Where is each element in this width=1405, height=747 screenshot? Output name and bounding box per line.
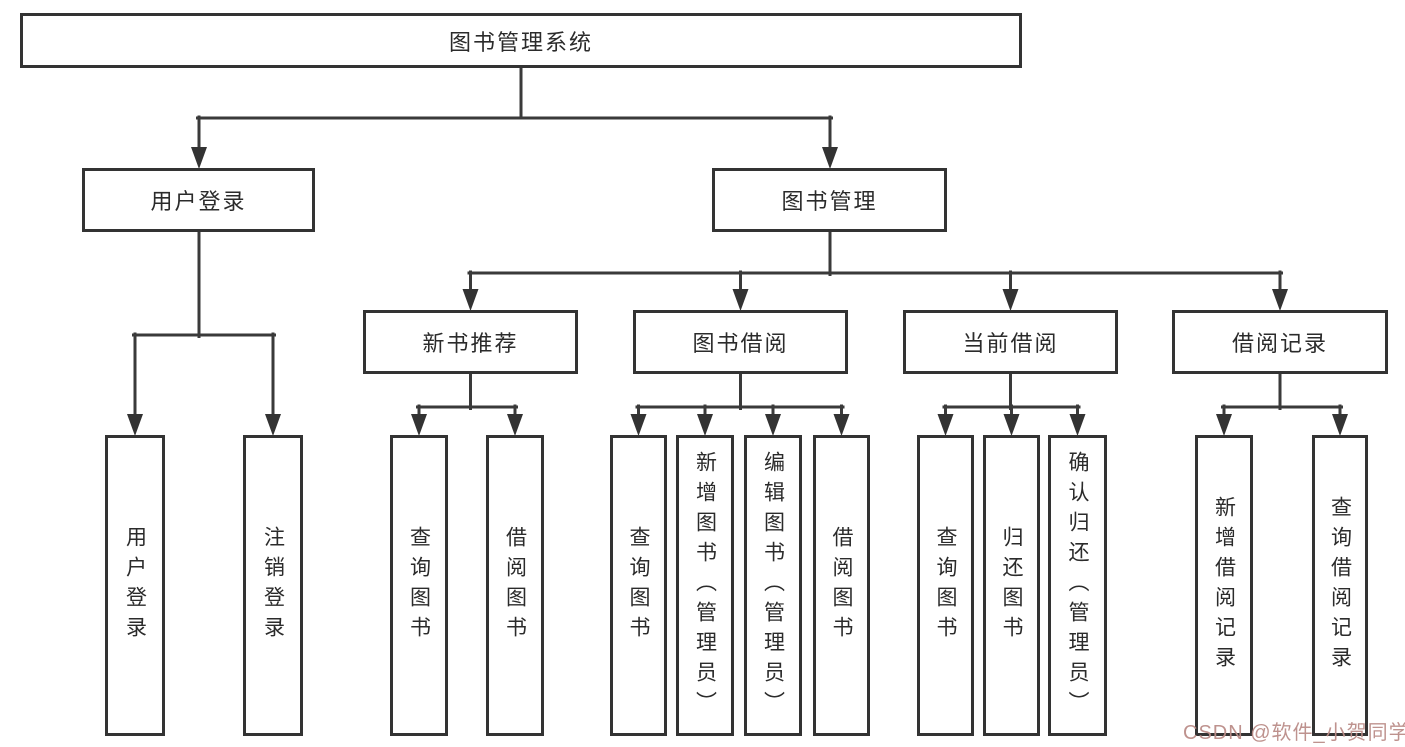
- leaf-user-login: 用户登录: [105, 435, 165, 736]
- node-current-borrowing: 当前借阅: [903, 310, 1118, 374]
- csdn-watermark: CSDN @软件_小贺同学: [1183, 722, 1405, 744]
- leaf-confirm-return-admin: 确认归还（管理员）: [1048, 435, 1107, 736]
- leaf-logout: 注销登录: [243, 435, 303, 736]
- leaf-edit-books-admin: 编辑图书（管理员）: [744, 435, 802, 736]
- leaf-borrow-books: 借阅图书: [813, 435, 870, 736]
- node-new-book-recommendation: 新书推荐: [363, 310, 578, 374]
- leaf-return-books: 归还图书: [983, 435, 1040, 736]
- leaf-query-books-current: 查询图书: [917, 435, 974, 736]
- connector-lines: [132, 66, 1343, 422]
- leaf-add-books-admin: 新增图书（管理员）: [676, 435, 734, 736]
- node-user-login: 用户登录: [82, 168, 315, 232]
- leaf-query-books-borrow: 查询图书: [610, 435, 667, 736]
- leaf-add-borrow-record: 新增借阅记录: [1195, 435, 1253, 736]
- node-borrowing-records: 借阅记录: [1172, 310, 1388, 374]
- leaf-borrow-books-recommend: 借阅图书: [486, 435, 544, 736]
- node-book-management: 图书管理: [712, 168, 947, 232]
- arrowheads: [127, 147, 1348, 436]
- leaf-query-books-recommend: 查询图书: [390, 435, 448, 736]
- leaf-query-borrow-record: 查询借阅记录: [1312, 435, 1368, 736]
- node-book-management-system: 图书管理系统: [20, 13, 1022, 68]
- node-book-borrowing: 图书借阅: [633, 310, 848, 374]
